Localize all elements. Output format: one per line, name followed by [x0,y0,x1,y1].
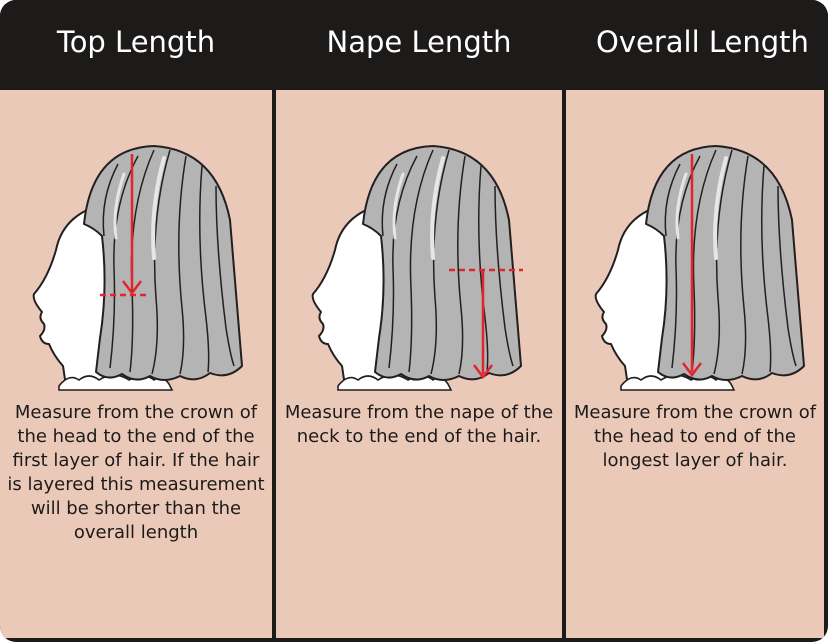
nape-length-title: Nape Length [276,0,562,84]
top-length-panel: Measure from the crown of the head to th… [0,90,272,638]
nape-length-column: Nape Length Measure from the nape of the… [276,0,562,642]
nape-length-description: Measure from the nape of the neck to the… [280,401,558,449]
nape-length-panel: Measure from the nape of the neck to the… [276,90,562,638]
top-length-head-illustration [4,118,268,393]
top-length-column: Top Length Measure from the crown of the… [0,0,272,642]
top-length-title: Top Length [0,0,272,84]
overall-length-head-illustration [566,118,828,393]
overall-length-title: Overall Length [566,0,828,84]
overall-length-column: Overall Length Measure from the crown of… [566,0,828,642]
top-length-description: Measure from the crown of the head to th… [4,401,268,545]
overall-length-panel: Measure from the crown of the head to en… [566,90,824,638]
overall-length-description: Measure from the crown of the head to en… [570,401,820,473]
nape-length-head-illustration [283,118,547,393]
